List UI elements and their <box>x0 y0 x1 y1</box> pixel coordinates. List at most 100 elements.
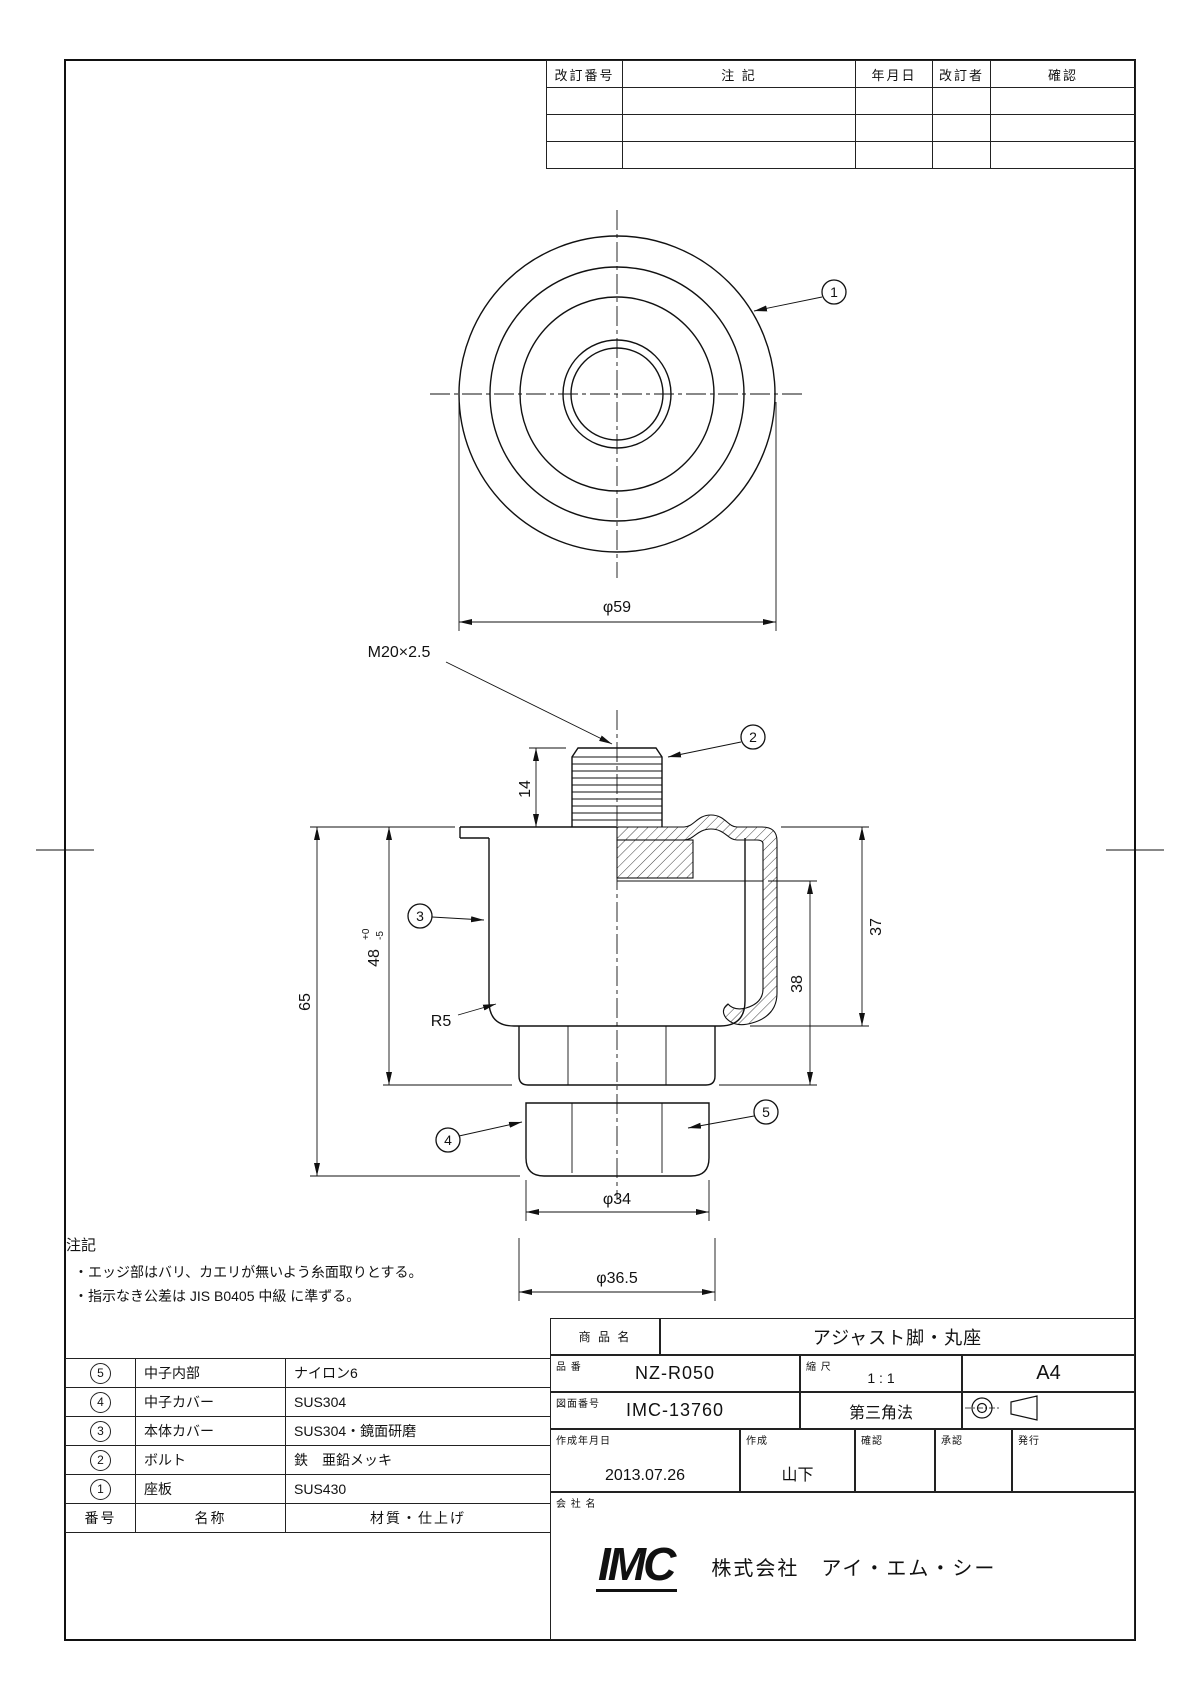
scale-value: 1 : 1 <box>867 1369 895 1386</box>
revision-table: 改訂番号 注 記 年月日 改訂者 確認 <box>546 60 1136 169</box>
dimension-nut-diameter: φ34 <box>525 1180 710 1221</box>
notes-title: 注記 <box>66 1237 97 1254</box>
drawing-no-cell: 図面番号 IMC-13760 <box>550 1392 800 1429</box>
revision-row <box>546 141 1136 169</box>
svg-text:-5: -5 <box>375 931 386 940</box>
notes-block: 注記 ・エッジ部はバリ、カエリが無いよう糸面取りとする。 ・指示なき公差は JI… <box>66 1234 422 1308</box>
balloon-4: 4 <box>435 1121 523 1153</box>
revision-row <box>546 87 1136 115</box>
svg-text:48: 48 <box>366 949 383 967</box>
table-row: 5 中子内部 ナイロン6 <box>65 1358 551 1388</box>
parts-table: 5 中子内部 ナイロン6 4 中子カバー SUS304 3 本体カバー SUS3… <box>65 1358 551 1533</box>
header-material: 材質・仕上げ <box>285 1503 551 1533</box>
date-cell: 作成年月日 2013.07.26 <box>550 1429 740 1492</box>
thread-callout: M20×2.5 <box>368 644 613 745</box>
threaded-stud <box>571 747 663 827</box>
svg-text:37: 37 <box>868 918 885 936</box>
svg-text:φ36.5: φ36.5 <box>596 1270 638 1287</box>
part-name: 本体カバー <box>135 1416 286 1446</box>
dimension-body-height: 48 +0 -5 <box>361 827 512 1086</box>
part-name: 座板 <box>135 1474 286 1504</box>
svg-text:3: 3 <box>416 908 424 924</box>
creation-date: 2013.07.26 <box>604 1467 686 1484</box>
rev-header-check: 確認 <box>990 60 1136 88</box>
dimension-hex-diameter: φ36.5 <box>518 1238 716 1301</box>
svg-text:65: 65 <box>297 993 314 1011</box>
part-number-5: 5 <box>90 1362 111 1384</box>
projection-method: 第三角法 <box>848 1404 913 1422</box>
svg-text:14: 14 <box>517 780 534 798</box>
section-nut <box>616 839 694 879</box>
part-no: NZ-R050 <box>634 1363 716 1383</box>
projection-cell: 第三角法 <box>800 1392 962 1429</box>
dimension-outer-diameter: φ59 <box>458 402 777 631</box>
header-name: 名称 <box>135 1503 286 1533</box>
rev-header-reviser: 改訂者 <box>932 60 991 88</box>
rev-header-number: 改訂番号 <box>546 60 623 88</box>
dim-label-d59: φ59 <box>603 599 631 616</box>
table-row: 1 座板 SUS430 <box>65 1474 551 1504</box>
header-number: 番号 <box>65 1503 136 1533</box>
part-material: SUS304 <box>285 1387 551 1417</box>
product-name-cell: アジャスト脚・丸座 <box>660 1318 1135 1355</box>
parts-table-header-row: 番号 名称 材質・仕上げ <box>65 1503 551 1533</box>
check-cell: 確認 <box>855 1429 935 1492</box>
product-name: アジャスト脚・丸座 <box>812 1327 983 1348</box>
part-material: 鉄 亜鉛メッキ <box>285 1445 551 1475</box>
dimension-thread-height: 14 <box>517 747 566 827</box>
approval-cell: 承認 <box>935 1429 1012 1492</box>
company-logo: IMC <box>596 1541 678 1592</box>
part-no-cell: 品 番 NZ-R050 <box>550 1355 800 1392</box>
svg-text:R5: R5 <box>431 1013 452 1030</box>
product-label-cell: 商 品 名 <box>550 1318 660 1355</box>
dimension-core-height: 38 <box>719 880 817 1086</box>
dimension-total-height: 65 <box>297 826 520 1177</box>
creator-name: 山下 <box>781 1467 814 1484</box>
svg-text:38: 38 <box>789 975 806 993</box>
flange-plate <box>459 826 617 839</box>
upper-hex <box>518 1026 716 1086</box>
part-material: SUS304・鏡面研磨 <box>285 1416 551 1446</box>
rev-header-date: 年月日 <box>855 60 933 88</box>
section-wall <box>616 814 778 1026</box>
balloon-5: 5 <box>687 1099 779 1129</box>
svg-text:5: 5 <box>762 1104 770 1120</box>
front-view: 14 65 48 +0 -5 <box>297 644 885 1301</box>
scale-cell: 縮 尺 1 : 1 <box>800 1355 962 1392</box>
created-by-cell: 作成 山下 <box>740 1429 855 1492</box>
note-line-1: ・エッジ部はバリ、カエリが無いよう糸面取りとする。 <box>74 1264 423 1280</box>
paper-size-cell: A4 <box>962 1355 1135 1392</box>
part-material: SUS430 <box>285 1474 551 1504</box>
top-view: φ59 1 <box>430 210 847 631</box>
note-line-2: ・指示なき公差は JIS B0405 中級 に準ずる。 <box>74 1288 361 1304</box>
projection-symbol-cell <box>962 1392 1135 1429</box>
part-number-4: 4 <box>90 1391 111 1413</box>
part-material: ナイロン6 <box>285 1358 551 1388</box>
balloon-1: 1 <box>753 279 847 312</box>
svg-text:+0: +0 <box>361 928 372 940</box>
company-name: 株式会社 アイ・エム・シー <box>711 1557 997 1580</box>
part-name: 中子カバー <box>135 1387 286 1417</box>
part-name: 中子内部 <box>135 1358 286 1388</box>
radius-callout: R5 <box>431 1003 497 1030</box>
table-row: 3 本体カバー SUS304・鏡面研磨 <box>65 1416 551 1446</box>
part-number-3: 3 <box>90 1420 111 1442</box>
svg-text:2: 2 <box>749 729 757 745</box>
paper-size: A4 <box>1036 1362 1061 1384</box>
svg-text:M20×2.5: M20×2.5 <box>368 644 431 661</box>
title-block: 商 品 名 アジャスト脚・丸座 品 番 NZ-R050 縮 尺 1 : 1 A4… <box>550 1318 1135 1640</box>
balloon-2: 2 <box>667 724 766 758</box>
svg-text:4: 4 <box>444 1132 452 1148</box>
balloon-3: 3 <box>407 903 485 929</box>
drawing-no: IMC-13760 <box>625 1400 725 1420</box>
table-row: 4 中子カバー SUS304 <box>65 1387 551 1417</box>
part-number-1: 1 <box>90 1478 111 1500</box>
svg-text:φ34: φ34 <box>603 1191 631 1208</box>
company-cell: 会 社 名 IMC 株式会社 アイ・エム・シー <box>550 1492 1135 1640</box>
part-number-2: 2 <box>90 1449 111 1471</box>
issue-cell: 発行 <box>1012 1429 1135 1492</box>
svg-text:1: 1 <box>830 284 838 300</box>
third-angle-projection-icon <box>965 1395 1038 1421</box>
